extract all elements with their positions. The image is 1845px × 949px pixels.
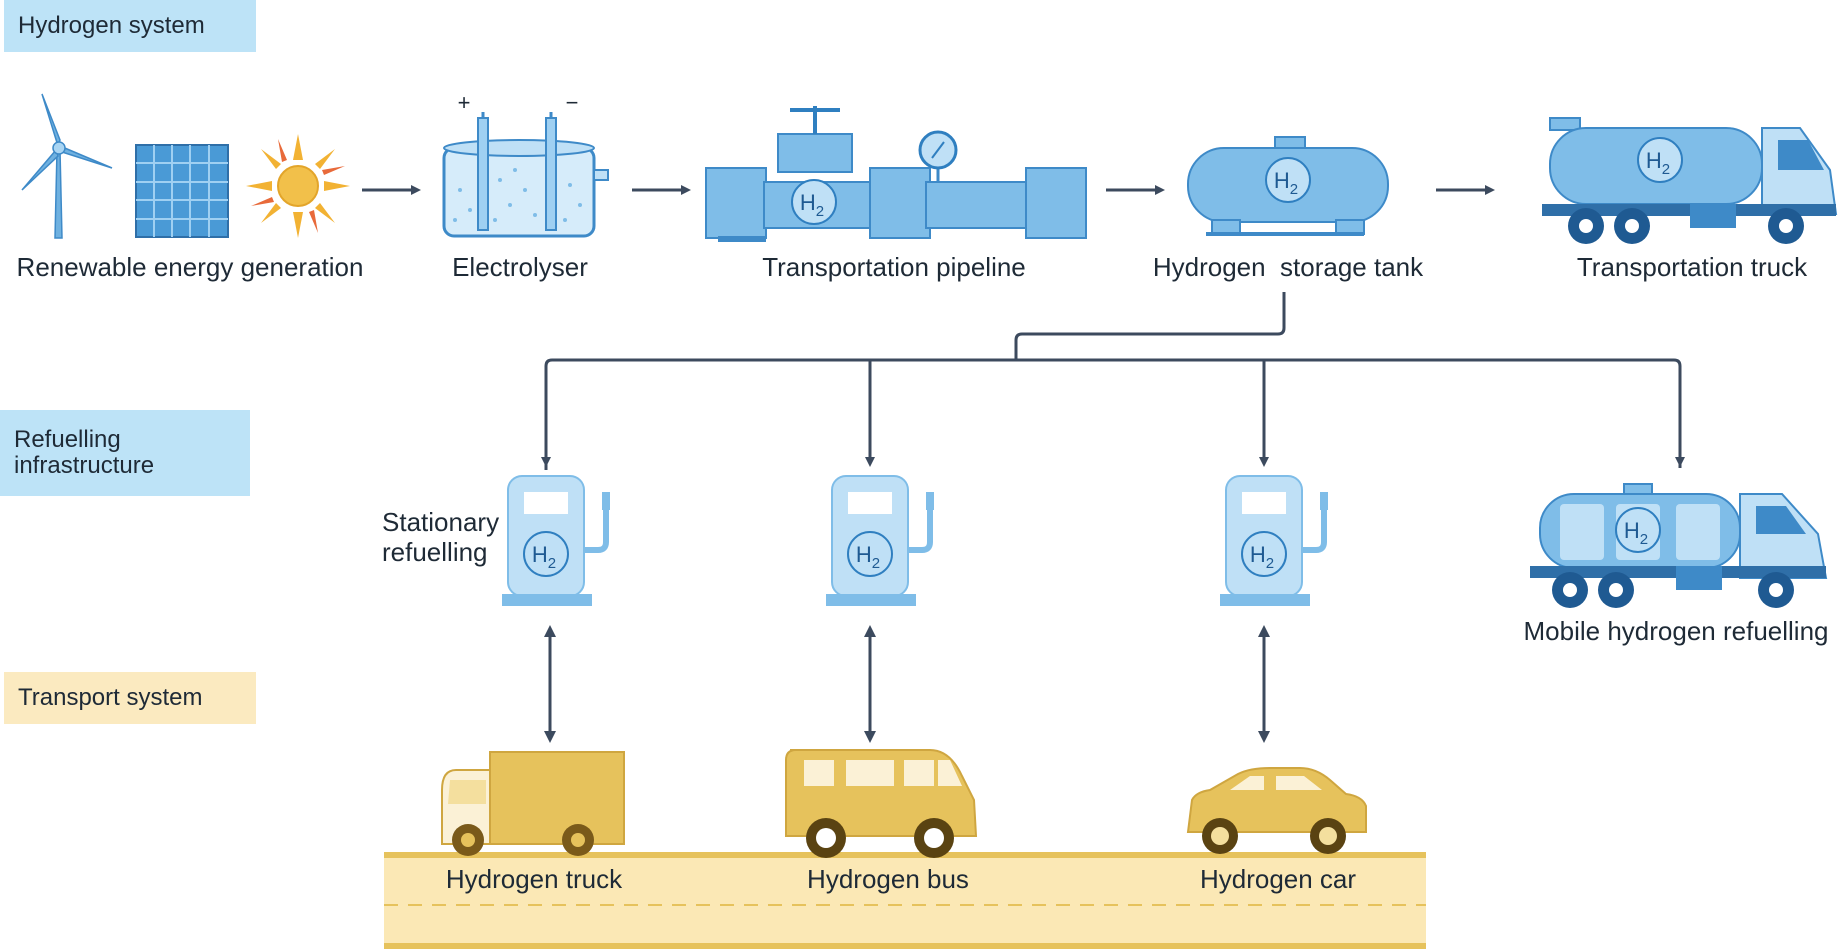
tanker-truck-icon <box>1542 117 1838 244</box>
solar-panel-icon <box>135 144 229 238</box>
node-label-hydrogen-car: Hydrogen car <box>1199 864 1357 894</box>
h2-label: H2 <box>1250 542 1274 572</box>
node-label-mobile-refuelling: Mobile hydrogen refuelling <box>1523 616 1829 646</box>
node-label-hydrogen-truck: Hydrogen truck <box>445 864 623 894</box>
h2-label: H2 <box>1624 518 1648 548</box>
node-label-hydrogen-bus: Hydrogen bus <box>807 864 969 894</box>
node-label-pipeline: Transportation pipeline <box>762 252 1026 282</box>
wind-turbine-icon <box>21 93 113 239</box>
sun-icon <box>246 134 350 238</box>
stationary-line2: refuelling <box>382 536 488 567</box>
bidirectional-arrows <box>544 625 1270 743</box>
bus-icon <box>785 749 978 858</box>
mobile-refuelling-truck-icon <box>1530 483 1828 608</box>
truck-icon <box>441 751 625 856</box>
node-label-renewable: Renewable energy generation <box>16 252 364 282</box>
node-label-stationary: Stationary refuelling <box>382 507 500 568</box>
section-label-refuelling-infrastructure: Refuelling infrastructure <box>0 410 250 496</box>
h2-label: H2 <box>1274 168 1298 198</box>
fuel-pump-icon <box>826 475 934 606</box>
distribution-lines <box>541 292 1685 470</box>
section-label-text: Hydrogen system <box>18 11 205 39</box>
node-label-electrolyser: Electrolyser <box>452 252 588 282</box>
h2-label: H2 <box>800 190 824 220</box>
h2-label: H2 <box>856 542 880 572</box>
node-label-storage: Hydrogen storage tank <box>1152 252 1424 282</box>
road <box>384 852 1426 949</box>
fuel-pump-icon <box>1220 475 1328 606</box>
section-label-text-line2: infrastructure <box>14 452 155 479</box>
section-label-text: Transport system <box>18 683 203 711</box>
storage-tank-icon <box>1187 136 1389 236</box>
electrolyser-positive-label: + <box>458 90 471 115</box>
section-label-hydrogen-system: Hydrogen system <box>4 0 256 52</box>
electrolyser-negative-label: − <box>566 90 579 115</box>
fuel-pump-icon <box>502 475 610 606</box>
h2-label: H2 <box>1646 148 1670 178</box>
node-label-transport-truck: Transportation truck <box>1576 252 1808 282</box>
section-label-text-line1: Refuelling <box>14 425 121 453</box>
stationary-line1: Stationary <box>382 507 500 537</box>
electrolyser-icon <box>442 112 609 238</box>
section-label-transport-system: Transport system <box>4 672 256 724</box>
pipeline-icon <box>705 106 1087 242</box>
h2-label: H2 <box>532 542 556 572</box>
car-icon <box>1186 767 1367 854</box>
